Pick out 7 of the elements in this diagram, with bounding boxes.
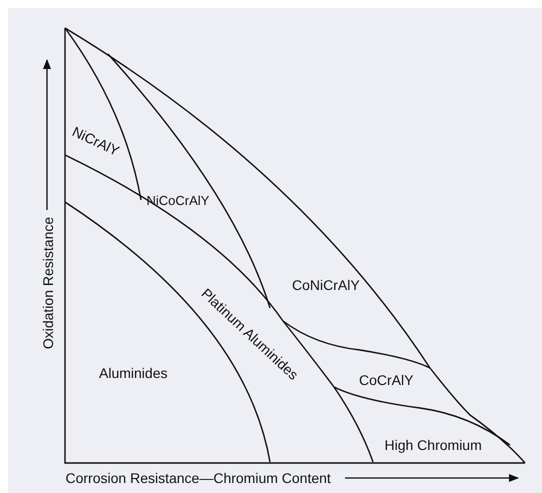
region-label: CoCrAlY xyxy=(359,372,414,388)
region-label: NiCoCrAlY xyxy=(146,192,210,208)
region-label: High Chromium xyxy=(384,437,482,453)
region-label: CoNiCrAlY xyxy=(292,277,360,293)
axis-label: Corrosion Resistance—Chromium Content xyxy=(66,470,331,486)
region-label: Aluminides xyxy=(99,365,168,381)
axis-label: Oxidation Resistance xyxy=(40,216,56,350)
